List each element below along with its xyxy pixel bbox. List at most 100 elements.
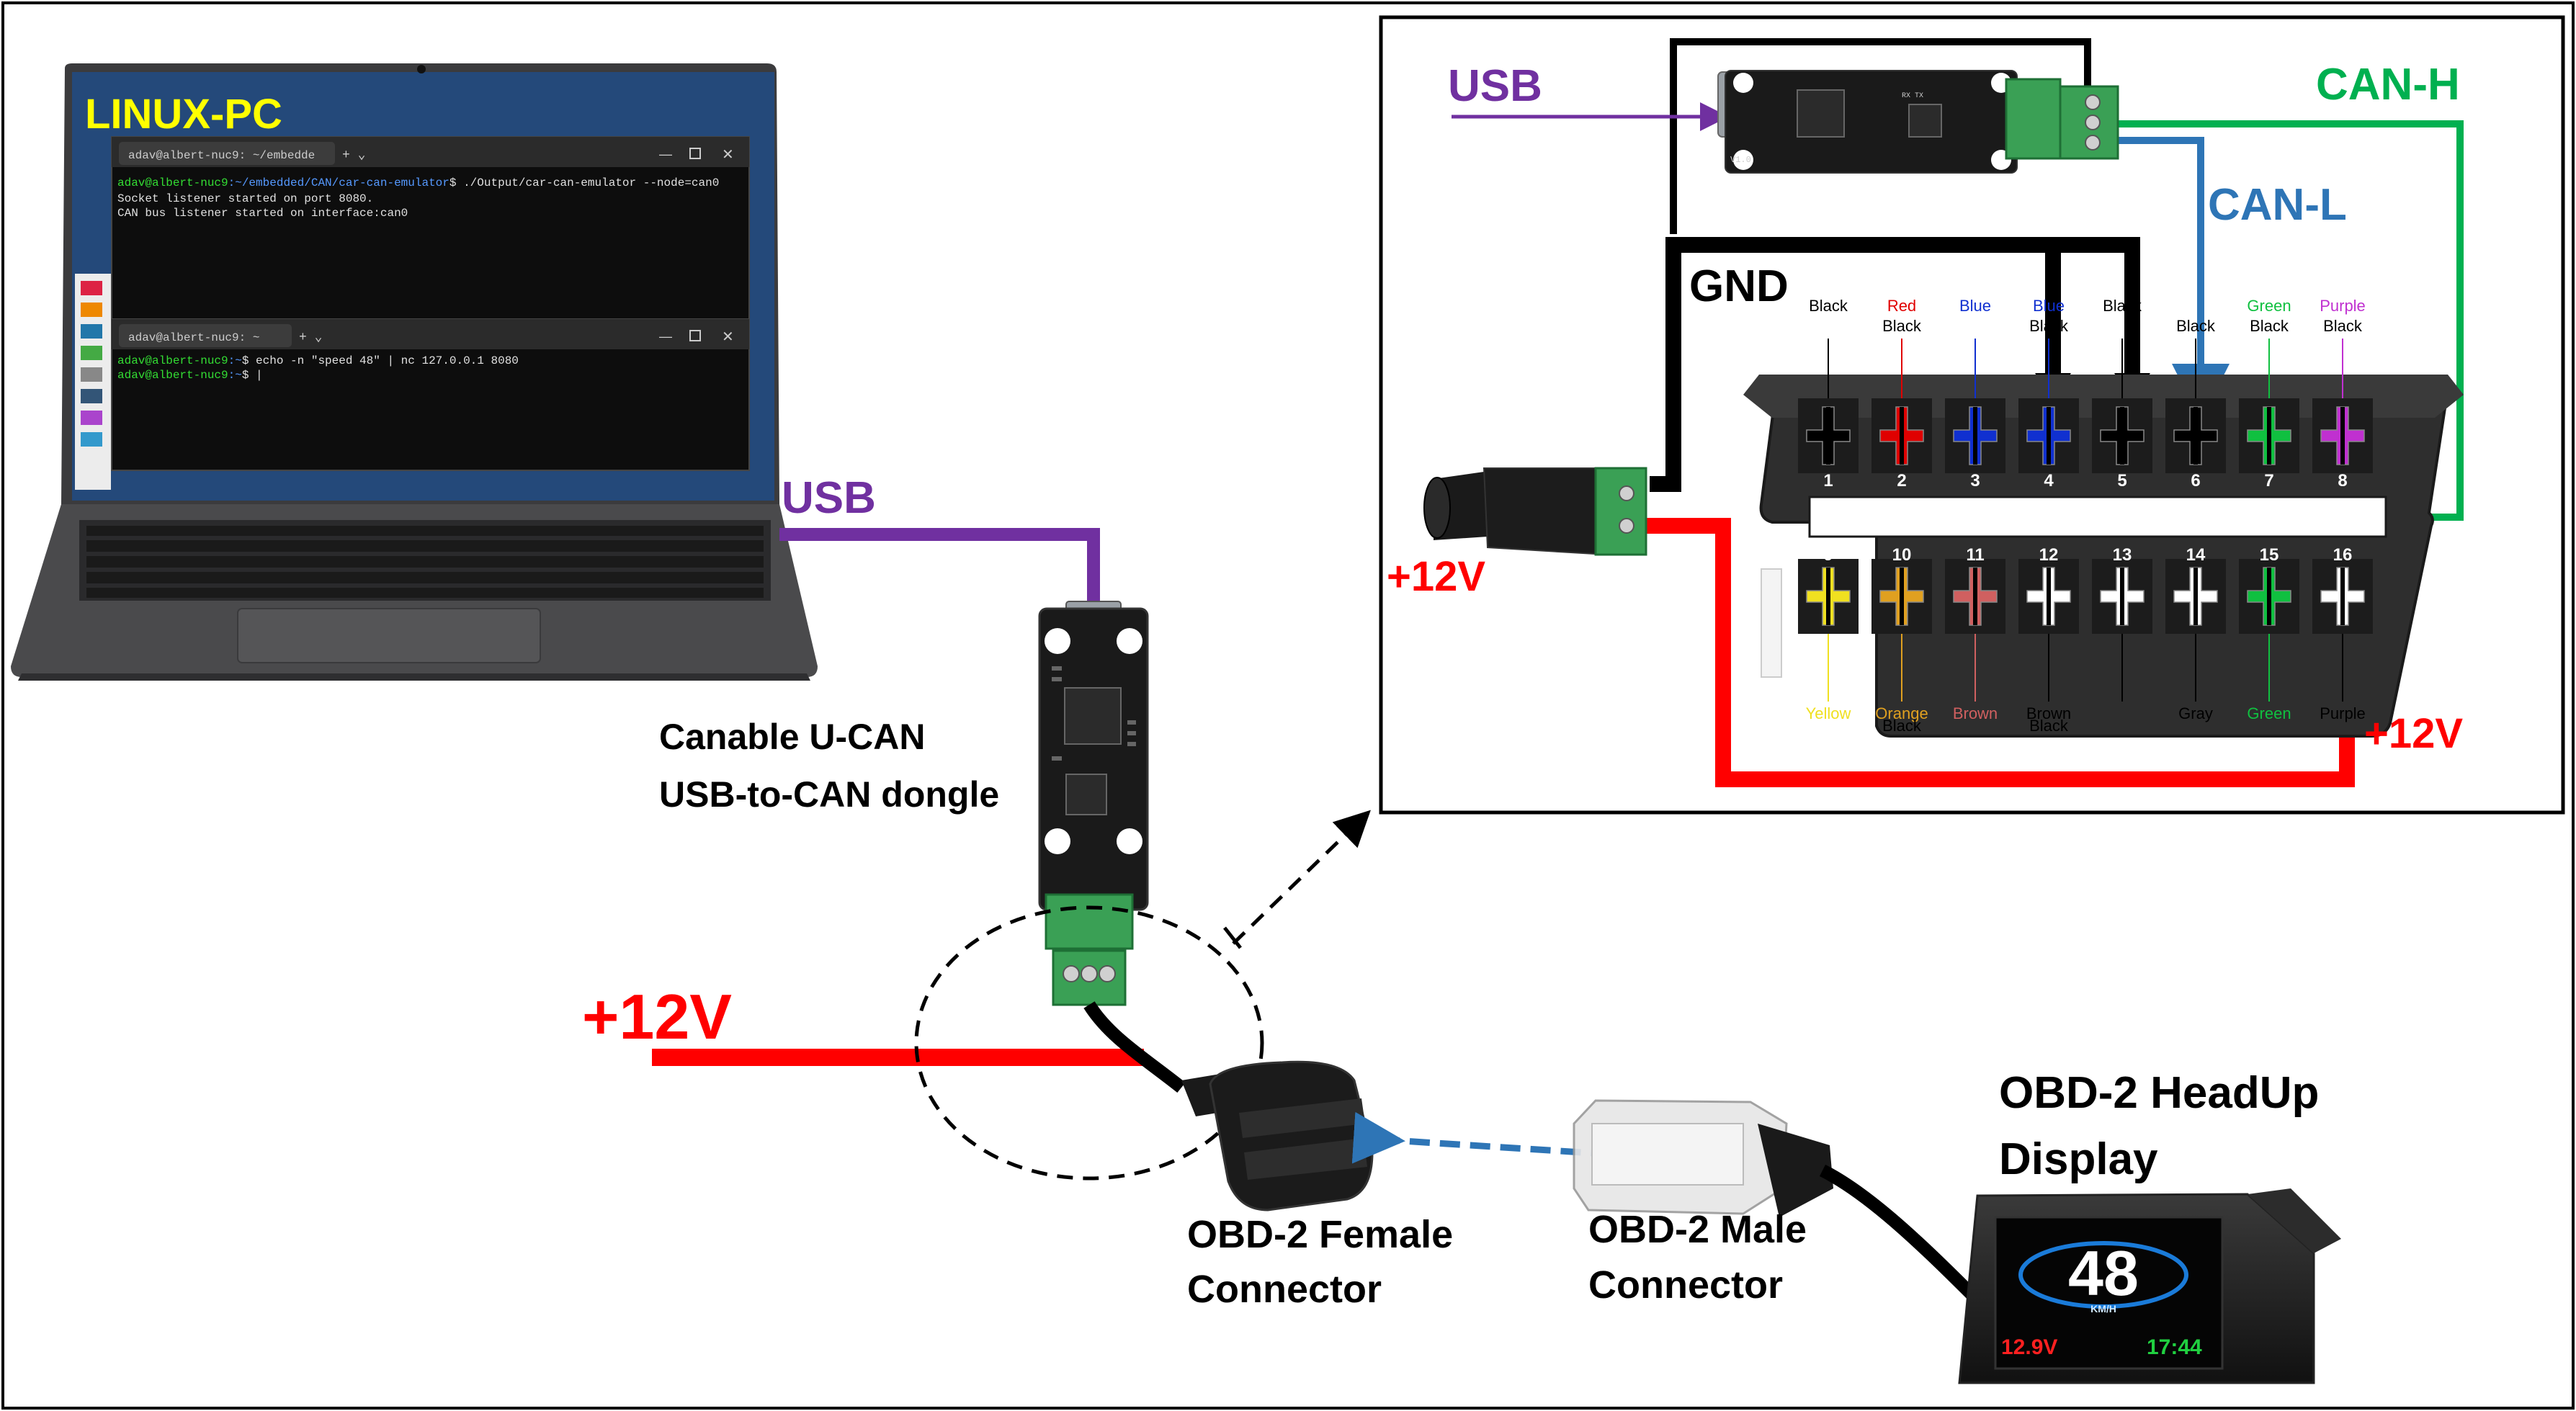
power-12v-label: +12V bbox=[582, 981, 732, 1052]
zoom-pointer-arrow bbox=[1232, 810, 1371, 945]
laptop-touchpad bbox=[237, 608, 541, 663]
obd-pin-11 bbox=[1945, 559, 2005, 634]
can-cable bbox=[1083, 1001, 1186, 1093]
obd-pin-color-label: Brown bbox=[1953, 704, 1998, 722]
inset-wire-board-loop bbox=[1670, 38, 2091, 234]
obd-pin-color-label: Black bbox=[1882, 717, 1922, 735]
hud-voltage: 12.9V bbox=[2001, 1335, 2057, 1359]
svg-text:adav@albert-nuc9:~$ |: adav@albert-nuc9:~$ | bbox=[117, 369, 263, 382]
laptop-title: LINUX-PC bbox=[85, 91, 282, 138]
obd-female-label-line-2: Connector bbox=[1187, 1268, 1382, 1311]
obd-male-label-line-2: Connector bbox=[1588, 1263, 1783, 1307]
obd-pin-10 bbox=[1871, 559, 1932, 634]
obd-pin-number-6: 6 bbox=[2191, 471, 2200, 491]
obd-pin-3 bbox=[1945, 398, 2005, 473]
terminal-1-output-line: CAN bus listener started on interface:ca… bbox=[117, 207, 408, 220]
terminal-2-command: $ echo -n "speed 48" | nc 127.0.0.1 8080 bbox=[242, 354, 519, 367]
terminal-2-cursor: $ | bbox=[242, 369, 263, 382]
inset-dc-barrel-jack bbox=[1423, 467, 1647, 556]
obd-pin-2 bbox=[1871, 398, 1932, 473]
obd-pin-color-label: Black bbox=[1809, 297, 1848, 315]
terminal-1-prompt-user: adav@albert-nuc9 bbox=[117, 176, 228, 189]
terminal-2-prompt-user: adav@albert-nuc9 bbox=[117, 369, 228, 382]
obd-pin-color-label: Blue bbox=[2033, 297, 2065, 315]
obd-female-label-line-1: OBD-2 Female bbox=[1187, 1213, 1453, 1256]
webcam-icon bbox=[417, 65, 426, 73]
obd-male-label-line-1: OBD-2 Male bbox=[1588, 1208, 1807, 1251]
inset-can-h-label: CAN-H bbox=[2316, 60, 2460, 109]
obd-pin-7 bbox=[2239, 398, 2299, 473]
usb-cable bbox=[779, 528, 1100, 604]
obd-pin-number-15: 15 bbox=[2260, 545, 2279, 565]
inset-usb-label: USB bbox=[1448, 61, 1542, 111]
obd-pin-color-label: Black bbox=[2029, 717, 2069, 735]
obd-pin-number-4: 4 bbox=[2044, 471, 2054, 491]
obd-pin-15 bbox=[2239, 559, 2299, 634]
obd-pin-1 bbox=[1798, 398, 1859, 473]
obd-pin-color-label: Brown bbox=[2026, 704, 2071, 722]
inset-board-version: V1.0 bbox=[1730, 155, 1751, 165]
inset-socket-divider bbox=[1808, 496, 2387, 538]
inset-12v-left-label: +12V bbox=[1387, 553, 1485, 600]
obd-pin-color-label: Green bbox=[2247, 297, 2291, 315]
obd-pin-color-label: Black bbox=[2176, 317, 2216, 335]
terminal-2-minimize-icon[interactable]: — bbox=[659, 329, 672, 344]
linux-pc-laptop: LINUX-PC adav@albert-nuc9: ~/embedde + ⌄… bbox=[11, 63, 818, 681]
hud-clock: 17:44 bbox=[2147, 1335, 2202, 1359]
obd-pin-9 bbox=[1798, 559, 1859, 634]
obd-pin-color-label: Orange bbox=[1875, 704, 1928, 722]
usb-label: USB bbox=[782, 473, 876, 523]
obd2-male-connector bbox=[1573, 1099, 1833, 1217]
terminal-1-new-tab-button[interactable]: + ⌄ bbox=[342, 148, 365, 163]
hud-label-line-2: Display bbox=[1999, 1134, 2158, 1184]
terminal-2-maximize-icon[interactable] bbox=[689, 330, 701, 341]
obd-pin-13 bbox=[2092, 559, 2152, 634]
dongle-label-line-1: Canable U-CAN bbox=[659, 717, 925, 757]
inset-wire-gnd bbox=[1650, 237, 2140, 492]
hud-cable bbox=[1819, 1164, 1993, 1316]
obd-pin-number-1: 1 bbox=[1823, 471, 1833, 491]
terminal-1-close-icon[interactable]: ✕ bbox=[722, 147, 734, 163]
terminal-1-minimize-icon[interactable]: — bbox=[659, 147, 672, 161]
desktop-dock bbox=[75, 274, 111, 490]
obd-pin-color-label: Black bbox=[2250, 317, 2289, 335]
svg-text:adav@albert-nuc9:~/embedded/CA: adav@albert-nuc9:~/embedded/CAN/car-can-… bbox=[117, 176, 719, 189]
terminal-2-new-tab-button[interactable]: + ⌄ bbox=[299, 331, 322, 345]
dongle-chip bbox=[1064, 687, 1122, 745]
obd-pin-number-3: 3 bbox=[1970, 471, 1980, 491]
obd-pin-number-9: 9 bbox=[1823, 545, 1833, 565]
terminal-1-tab-title: adav@albert-nuc9: ~/embedde bbox=[128, 149, 315, 162]
terminal-1-prompt-path: :~/embedded/CAN/car-can-emulator bbox=[228, 176, 450, 189]
inset-12v-right-label: +12V bbox=[2364, 710, 2463, 757]
terminal-1-command: $ ./Output/car-can-emulator --node=can0 bbox=[450, 176, 719, 189]
keyboard-keys bbox=[86, 526, 764, 598]
inset-board-pin-labels: RX TX bbox=[1902, 92, 1923, 100]
obd-pin-number-13: 13 bbox=[2113, 545, 2132, 565]
obd-pin-8 bbox=[2312, 398, 2373, 473]
hud-speed-ring bbox=[2018, 1241, 2188, 1309]
obd-pin-color-label: Black bbox=[2323, 317, 2363, 335]
obd-pin-color-label: Blue bbox=[1959, 297, 1991, 315]
terminal-window-1: adav@albert-nuc9: ~/embedde + ⌄ — ✕ adav… bbox=[111, 136, 750, 321]
obd-pin-16 bbox=[2312, 559, 2373, 634]
obd2-female-connector bbox=[1181, 1060, 1374, 1211]
obd-pin-14 bbox=[2165, 559, 2226, 634]
obd-pin-4 bbox=[2018, 398, 2079, 473]
inset-wire-can-l bbox=[2088, 137, 2230, 421]
obd-pin-number-11: 11 bbox=[1966, 545, 1984, 565]
inset-terminal-block bbox=[2005, 78, 2062, 160]
inset-gnd-label: GND bbox=[1689, 261, 1789, 311]
obd-pin-color-label: Black bbox=[2029, 317, 2069, 335]
obd-pin-color-label: Red bbox=[1887, 297, 1916, 315]
terminal-2-close-icon[interactable]: ✕ bbox=[722, 329, 734, 345]
obd2-headup-display: 48 KM/H 12.9V 17:44 bbox=[1958, 1188, 2341, 1384]
terminal-1-maximize-icon[interactable] bbox=[689, 148, 701, 159]
obd-pin-6 bbox=[2165, 398, 2226, 473]
terminal-window-2: adav@albert-nuc9: ~ + ⌄ — ✕ adav@albert-… bbox=[111, 318, 750, 471]
obd-pin-12 bbox=[2018, 559, 2079, 634]
